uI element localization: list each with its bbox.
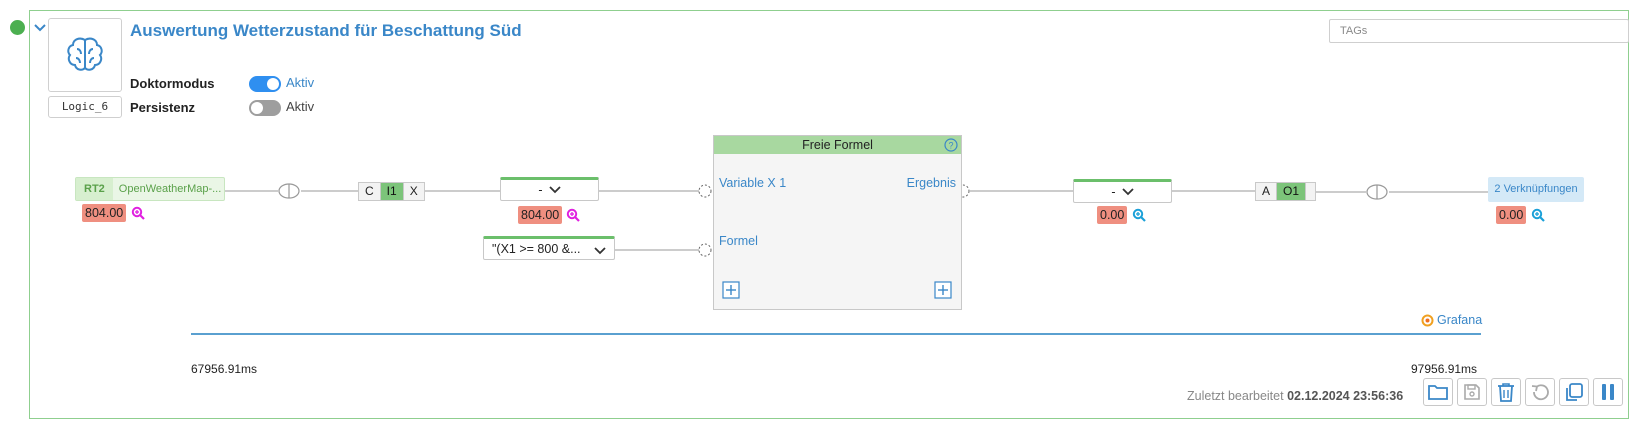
trash-icon — [1498, 383, 1514, 402]
input-name: OpenWeatherMap-... — [118, 183, 222, 195]
open-button[interactable] — [1423, 378, 1453, 406]
output-channel-selector[interactable]: A O1 — [1255, 182, 1316, 201]
port-variable-x1[interactable] — [698, 184, 712, 198]
port-label-variable-x1: Variable X 1 — [719, 176, 787, 190]
doktormodus-label: Doktormodus — [130, 76, 215, 91]
brain-icon — [67, 37, 103, 71]
page-title: Auswertung Wetterzustand für Beschattung… — [130, 21, 522, 40]
copy-button[interactable] — [1559, 378, 1589, 406]
undo-icon — [1531, 384, 1549, 401]
save-icon — [1464, 384, 1480, 400]
zoom-icon[interactable] — [566, 208, 580, 222]
input-channel-selector[interactable]: C I1 X — [358, 182, 425, 201]
svg-text:?: ? — [948, 141, 953, 151]
last-edited-prefix: Zuletzt bearbeitet — [1187, 389, 1284, 403]
timeline-bar — [191, 333, 1481, 335]
persistenz-toggle[interactable] — [249, 100, 281, 116]
chevron-down-icon — [548, 186, 561, 194]
timeline-start: 67956.91ms — [191, 362, 258, 376]
last-edited: Zuletzt bearbeitet 02.12.2024 23:56:36 — [1187, 389, 1403, 403]
folder-icon — [1428, 385, 1448, 400]
input-value: 804.00 — [82, 204, 127, 222]
port-formel[interactable] — [698, 243, 712, 257]
channel-i1[interactable]: I1 — [380, 183, 404, 200]
doktormodus-toggle[interactable] — [249, 76, 281, 92]
chevron-down-icon — [594, 247, 606, 255]
input-operator-value: - — [538, 183, 543, 197]
status-indicator — [10, 20, 25, 35]
save-button[interactable] — [1457, 378, 1487, 406]
add-input-icon[interactable] — [722, 281, 740, 299]
doktormodus-state: Aktiv — [286, 75, 315, 90]
connection-joint-icon[interactable] — [278, 183, 300, 199]
timeline-end: 97956.91ms — [1411, 362, 1478, 376]
chevron-down-icon[interactable] — [33, 21, 47, 35]
zoom-icon[interactable] — [1531, 208, 1545, 222]
logic-icon-box — [48, 18, 122, 92]
port-label-formel: Formel — [719, 234, 758, 248]
formula-block-title: Freie Formel — [802, 138, 873, 152]
channel-empty[interactable] — [1306, 183, 1318, 200]
output-operator-select[interactable]: - — [1073, 179, 1172, 203]
port-label-ergebnis: Ergebnis — [906, 176, 956, 190]
input-node[interactable]: RT2 OpenWeatherMap-... — [75, 177, 225, 201]
channel-o1[interactable]: O1 — [1277, 183, 1307, 200]
formula-block[interactable]: Freie Formel ? Variable X 1 Formel Ergeb… — [713, 135, 962, 310]
input-operator-select[interactable]: - — [500, 177, 599, 201]
output-node[interactable]: 2 Verknüpfungen — [1488, 177, 1584, 202]
output-value: 0.00 — [1496, 206, 1527, 224]
pause-button[interactable] — [1593, 378, 1623, 406]
zoom-icon[interactable] — [1132, 208, 1146, 222]
add-output-icon[interactable] — [934, 281, 952, 299]
pause-icon — [1602, 384, 1614, 400]
formula-select-value: "(X1 >= 800 &... — [492, 242, 581, 256]
channel-c[interactable]: C — [359, 183, 381, 200]
delete-button[interactable] — [1491, 378, 1521, 406]
input-result-value: 804.00 — [518, 206, 563, 224]
zoom-icon[interactable] — [131, 206, 145, 220]
output-result-value: 0.00 — [1097, 206, 1128, 224]
input-tag: RT2 — [76, 178, 113, 200]
logic-panel — [29, 10, 1629, 419]
persistenz-state: Aktiv — [286, 99, 315, 114]
channel-x[interactable]: X — [409, 184, 418, 198]
tags-input[interactable] — [1329, 19, 1629, 43]
grafana-label: Grafana — [1437, 313, 1483, 327]
chevron-down-icon — [1121, 188, 1134, 196]
formula-block-header: Freie Formel ? — [714, 136, 961, 154]
undo-button[interactable] — [1525, 378, 1555, 406]
help-icon[interactable]: ? — [944, 138, 958, 152]
last-edited-date: 02.12.2024 23:56:36 — [1287, 389, 1404, 403]
channel-a[interactable]: A — [1256, 183, 1278, 200]
output-operator-value: - — [1111, 185, 1116, 199]
grafana-icon — [1421, 314, 1434, 326]
persistenz-label: Persistenz — [130, 100, 196, 115]
logic-id-label: Logic_6 — [48, 96, 122, 118]
connection-joint-icon[interactable] — [1366, 184, 1388, 200]
copy-icon — [1566, 383, 1583, 401]
formula-select[interactable]: "(X1 >= 800 &... — [483, 236, 615, 260]
grafana-link[interactable]: Grafana — [1421, 313, 1482, 327]
